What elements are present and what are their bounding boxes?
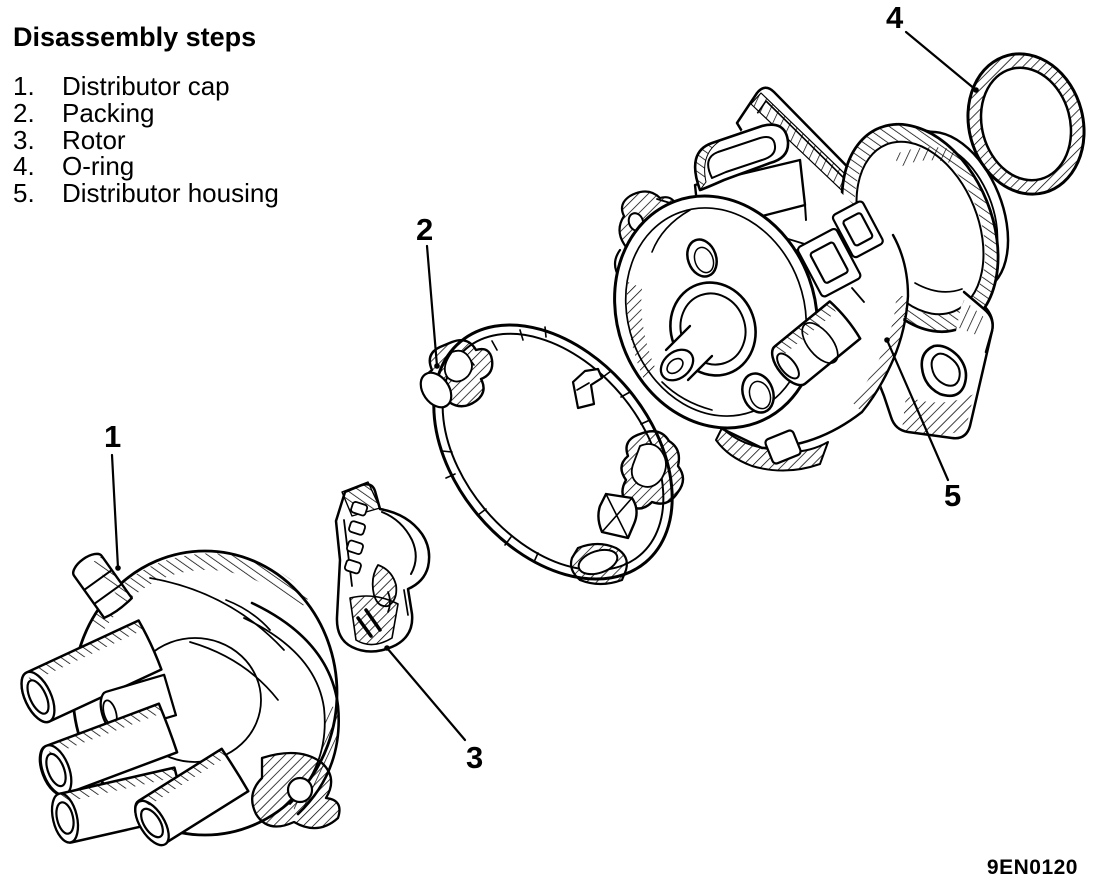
step-label: Distributor cap (62, 71, 230, 101)
step-item-2: 2. Packing (13, 97, 279, 128)
callout-3-dot (384, 645, 390, 651)
step-number: 4. (13, 151, 35, 182)
callout-1: 1 (104, 419, 121, 571)
step-label: Packing (62, 97, 155, 128)
callout-4-number: 4 (886, 0, 904, 35)
callout-3: 3 (384, 645, 483, 775)
callout-3-number: 3 (466, 740, 483, 775)
callout-2: 2 (416, 212, 440, 369)
step-number: 3. (13, 124, 35, 155)
step-number: 1. (13, 71, 35, 101)
part-distributor-cap (20, 549, 341, 847)
step-label: Distributor housing (62, 178, 279, 209)
part-o-ring (966, 52, 1086, 196)
callout-2-number: 2 (416, 212, 433, 247)
step-item-5: 5. Distributor housing (13, 180, 279, 207)
callout-4-dot (973, 87, 979, 93)
part-packing (419, 323, 685, 586)
callout-1-number: 1 (104, 419, 121, 454)
step-item-3: 3. Rotor (13, 124, 279, 155)
callout-5-dot (884, 337, 890, 343)
step-item-4: 4. O-ring (13, 153, 279, 180)
callouts: 1 2 3 4 5 (104, 0, 979, 775)
disassembly-steps-block: Disassembly steps 1. Distributor cap 2. Pa… (13, 22, 279, 207)
callout-1-dot (115, 565, 121, 571)
figure-code: 9EN0120 (986, 856, 1078, 879)
step-number: 2. (13, 97, 35, 128)
part-distributor-housing (613, 86, 1010, 472)
steps-list: 1. Distributor cap 2. Packing 3. Rotor 4. O-… (13, 73, 279, 207)
callout-5: 5 (884, 337, 961, 513)
callout-4: 4 (886, 0, 979, 93)
callout-5-number: 5 (944, 478, 961, 513)
step-label: Rotor (62, 124, 126, 155)
callout-2-dot (434, 363, 440, 369)
step-label: O-ring (62, 151, 135, 182)
part-rotor (334, 481, 431, 653)
step-number: 5. (13, 178, 35, 209)
step-item-1: 1. Distributor cap (13, 73, 279, 100)
page-title: Disassembly steps (13, 22, 257, 52)
